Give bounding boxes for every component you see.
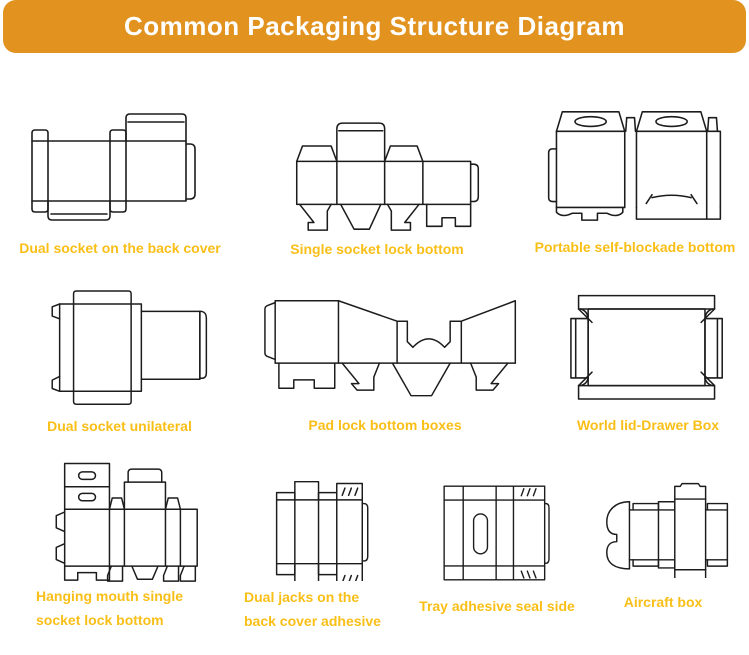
diagram-cell-world-lid-drawer-box: World lid-Drawer Box (564, 280, 732, 437)
page-title: Common Packaging Structure Diagram (124, 11, 625, 41)
diagram-cell-single-socket-lock-bottom: Single socket lock bottom (262, 104, 492, 261)
diagram-label: Single socket lock bottom (290, 241, 464, 257)
dieline-single-socket-lock-bottom-diagram (295, 122, 480, 231)
diagram-label: Dual socket unilateral (47, 418, 192, 434)
diagram-cell-dual-socket-unilateral: Dual socket unilateral (22, 278, 217, 438)
diagram-label: Tray adhesive seal side (419, 598, 575, 614)
dieline-aircraft-box-diagram (606, 482, 729, 578)
diagram-cell-portable-self-blockade-bottom: Portable self-blockade bottom (524, 102, 746, 259)
diagram-label: Pad lock bottom boxes (308, 417, 462, 433)
diagram-cell-hanging-mouth-single-socket-lock-bottom: Hanging mouth single socket lock bottom (26, 456, 206, 632)
diagram-label: World lid-Drawer Box (576, 417, 720, 433)
diagram-label: Dual socket on the back cover (19, 240, 221, 256)
diagram-cell-dual-socket-back-cover: Dual socket on the back cover (6, 106, 234, 260)
dieline-portable-self-blockade-bottom-diagram (547, 111, 722, 221)
dieline-tray-adhesive-seal-side-diagram (443, 485, 550, 581)
dieline-pad-lock-bottom-boxes-diagram (264, 300, 517, 397)
diagram-label: Dual jacks on the back cover adhesive (244, 589, 381, 629)
dieline-world-lid-drawer-box-diagram (570, 294, 723, 400)
dieline-dual-socket-unilateral-diagram (50, 290, 207, 406)
dieline-dual-jacks-back-cover-adhesive-diagram (275, 480, 369, 581)
diagram-cell-tray-adhesive-seal-side: Tray adhesive seal side (412, 460, 582, 618)
diagram-label: Hanging mouth single socket lock bottom (36, 588, 183, 628)
header-banner: Common Packaging Structure Diagram (3, 0, 746, 53)
diagram-label: Aircraft box (623, 594, 703, 610)
diagram-cell-pad-lock-bottom-boxes: Pad lock bottom boxes (240, 284, 530, 437)
diagram-cell-aircraft-box: Aircraft box (588, 460, 738, 614)
dieline-hanging-mouth-single-socket-lock-bottom-diagram (55, 462, 198, 582)
dieline-dual-socket-back-cover-diagram (30, 113, 196, 221)
diagram-cell-dual-jacks-back-cover-adhesive: Dual jacks on the back cover adhesive (244, 458, 404, 633)
diagram-label: Portable self-blockade bottom (534, 239, 736, 255)
